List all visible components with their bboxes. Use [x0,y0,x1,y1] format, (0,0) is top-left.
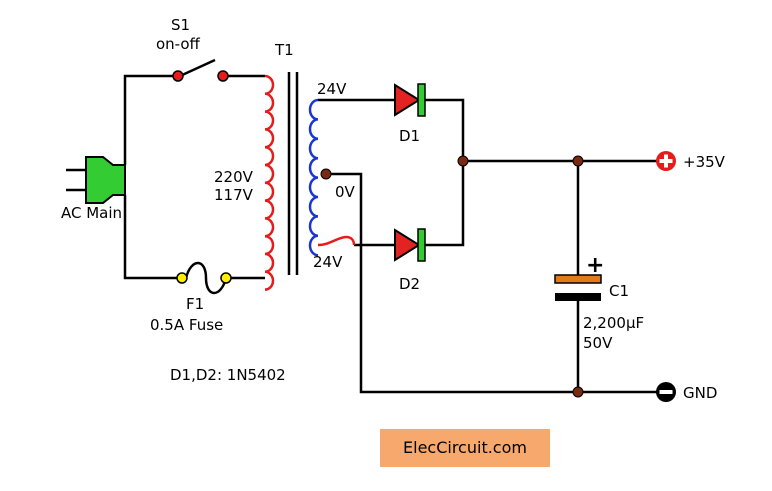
primary-voltage-label-1: 220V [214,168,254,186]
capacitor-polarity-mark: + [586,253,604,278]
fuse-f1 [176,261,232,295]
switch-ref-label: S1 [171,16,190,34]
switch-terminal-icon [172,70,184,82]
fuse-terminal-icon [220,272,232,284]
plug-label: AC Main [61,204,122,222]
center-tap-label: 0V [335,183,356,201]
brand-badge [380,429,550,467]
junction-node [572,386,584,398]
switch-desc-label: on-off [156,35,201,53]
switch-s1 [172,58,229,82]
primary-voltage-label-2: 117V [214,186,254,204]
diode2-label: D2 [399,275,420,293]
positive-terminal-icon [656,151,676,171]
junction-node [572,155,584,167]
capacitor-c1 [554,274,602,301]
ground-output-label: GND [683,384,717,402]
brand-label[interactable]: ElecCircuit.com [403,438,527,457]
wire-centertap-to-gnd [326,172,658,394]
diode-part-note: D1,D2: 1N5402 [170,366,286,384]
transformer-t1 [264,72,356,291]
secondary-coil-icon [308,98,319,257]
capacitor-negative-plate [555,293,601,301]
diode1-label: D1 [399,127,420,145]
positive-output-label: +35V [683,153,726,171]
diode-d1 [394,83,426,117]
capacitor-value-label: 2,200µF [583,314,644,332]
wire-plug-to-switch [123,74,178,165]
junction-node [457,155,469,167]
transformer-ref-label: T1 [274,41,294,59]
capacitor-voltage-label: 50V [583,334,613,352]
fuse-ref-label: F1 [186,295,204,313]
center-tap-node [320,168,332,180]
fuse-terminal-icon [176,272,188,284]
wire-diode-cathodes [423,98,465,247]
secondary-top-label: 24V [317,80,347,98]
wires [123,74,658,394]
switch-terminal-icon [217,70,229,82]
fuse-desc-label: 0.5A Fuse [150,316,223,334]
junctions [457,155,584,398]
secondary-bottom-label: 24V [313,253,343,271]
ac-plug-icon [66,156,126,204]
diode-d2 [394,228,426,262]
capacitor-ref-label: C1 [609,282,629,300]
wire-plug-to-fuse [123,195,182,280]
capacitor-positive-plate [554,274,602,284]
negative-terminal-icon [656,382,676,402]
primary-coil-icon [264,74,275,291]
